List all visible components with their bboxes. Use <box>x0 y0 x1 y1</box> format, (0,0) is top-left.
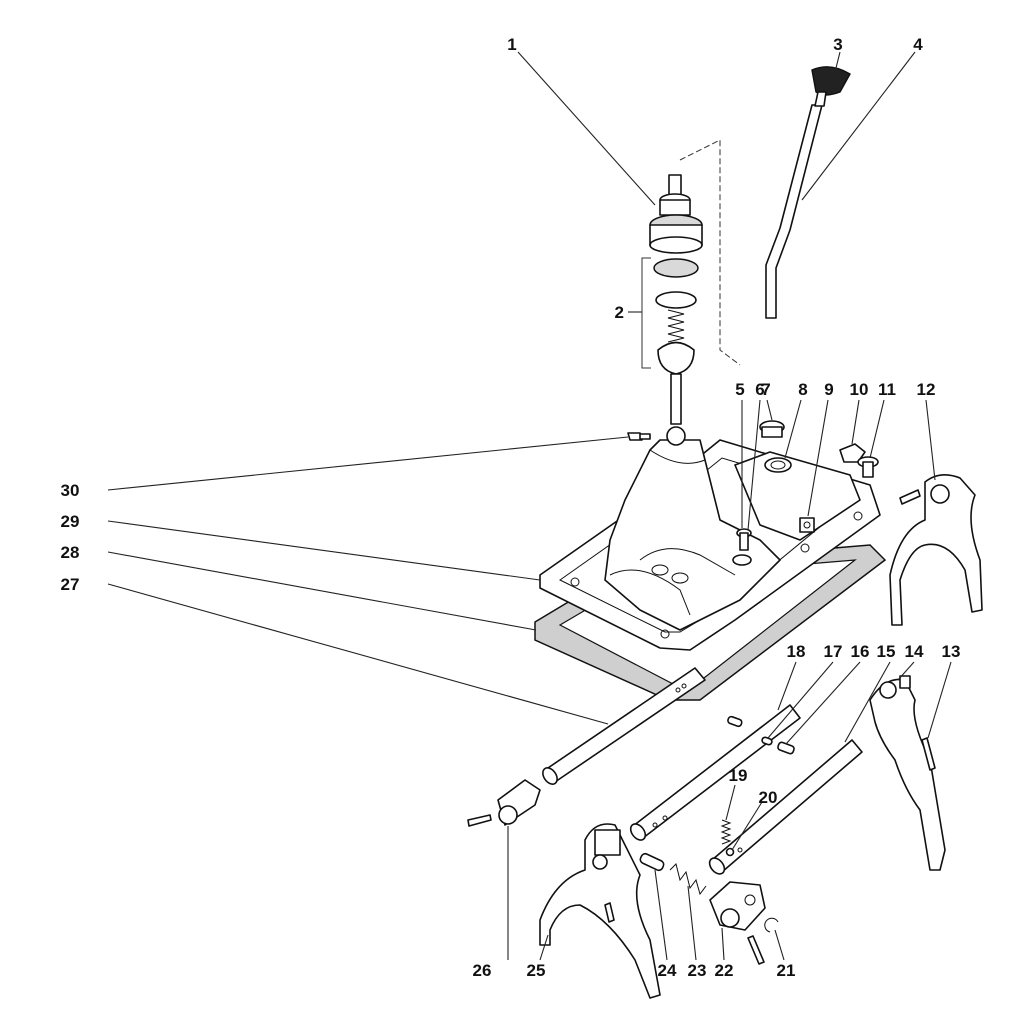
shift-fork-14 <box>869 675 946 871</box>
label-6: 6 <box>755 380 764 399</box>
cover-bolt <box>857 456 879 478</box>
selector-finger-26 <box>467 779 541 827</box>
label-10: 10 <box>850 380 869 399</box>
label-15: 15 <box>877 642 896 661</box>
label-1: 1 <box>507 35 516 54</box>
selector-rail-18 <box>629 704 801 841</box>
shift-lever <box>765 66 851 319</box>
lock-nut <box>839 443 866 463</box>
label-23: 23 <box>688 961 707 980</box>
label-17: 17 <box>824 642 843 661</box>
label-20: 20 <box>759 788 778 807</box>
selector-rail-15 <box>708 739 863 875</box>
detent-ball <box>725 847 735 857</box>
label-19: 19 <box>729 766 748 785</box>
label-11: 11 <box>878 380 896 399</box>
label-16: 16 <box>851 642 870 661</box>
washer <box>732 554 752 566</box>
leader-lines <box>107 51 952 961</box>
label-29: 29 <box>61 512 80 531</box>
detent-spring <box>720 819 732 845</box>
label-14: 14 <box>905 642 924 661</box>
detent-plug <box>799 517 815 533</box>
spring-23 <box>669 863 707 896</box>
label-26: 26 <box>473 961 492 980</box>
label-27: 27 <box>61 575 80 594</box>
label-5: 5 <box>735 380 744 399</box>
interlock-pin-17 <box>761 736 773 746</box>
filler-plug <box>759 420 785 438</box>
selector-rail-27 <box>542 667 706 785</box>
label-30: 30 <box>61 481 80 500</box>
tower-bolt <box>736 528 752 551</box>
shift-tower-housing <box>604 439 861 631</box>
label-3: 3 <box>833 35 842 54</box>
label-12: 12 <box>917 380 936 399</box>
interlock-pin-16 <box>777 741 795 755</box>
fork-pin <box>604 902 615 923</box>
label-18: 18 <box>787 642 806 661</box>
selector-block-22 <box>709 881 766 931</box>
label-21: 21 <box>777 961 796 980</box>
shift-fork-12 <box>889 474 983 626</box>
label-24: 24 <box>658 961 677 980</box>
vent-screw <box>627 432 651 441</box>
label-7: 7 <box>761 380 770 399</box>
label-28: 28 <box>61 543 80 562</box>
part-number-labels: 1 2 3 4 5 6 7 8 9 10 11 12 13 14 15 16 1… <box>61 35 961 980</box>
label-13: 13 <box>942 642 961 661</box>
roll-pin-13 <box>921 737 936 771</box>
roll-pin-22 <box>747 935 765 965</box>
circlip-21 <box>764 917 779 933</box>
label-4: 4 <box>913 35 923 54</box>
label-8: 8 <box>798 380 807 399</box>
shift-fork-25 <box>539 823 661 999</box>
label-9: 9 <box>824 380 833 399</box>
plunger-24 <box>639 852 665 872</box>
label-22: 22 <box>715 961 734 980</box>
label-2: 2 <box>615 303 624 322</box>
label-25: 25 <box>527 961 546 980</box>
shift-lever-assembly <box>649 174 703 446</box>
interlock-pin <box>727 715 743 728</box>
